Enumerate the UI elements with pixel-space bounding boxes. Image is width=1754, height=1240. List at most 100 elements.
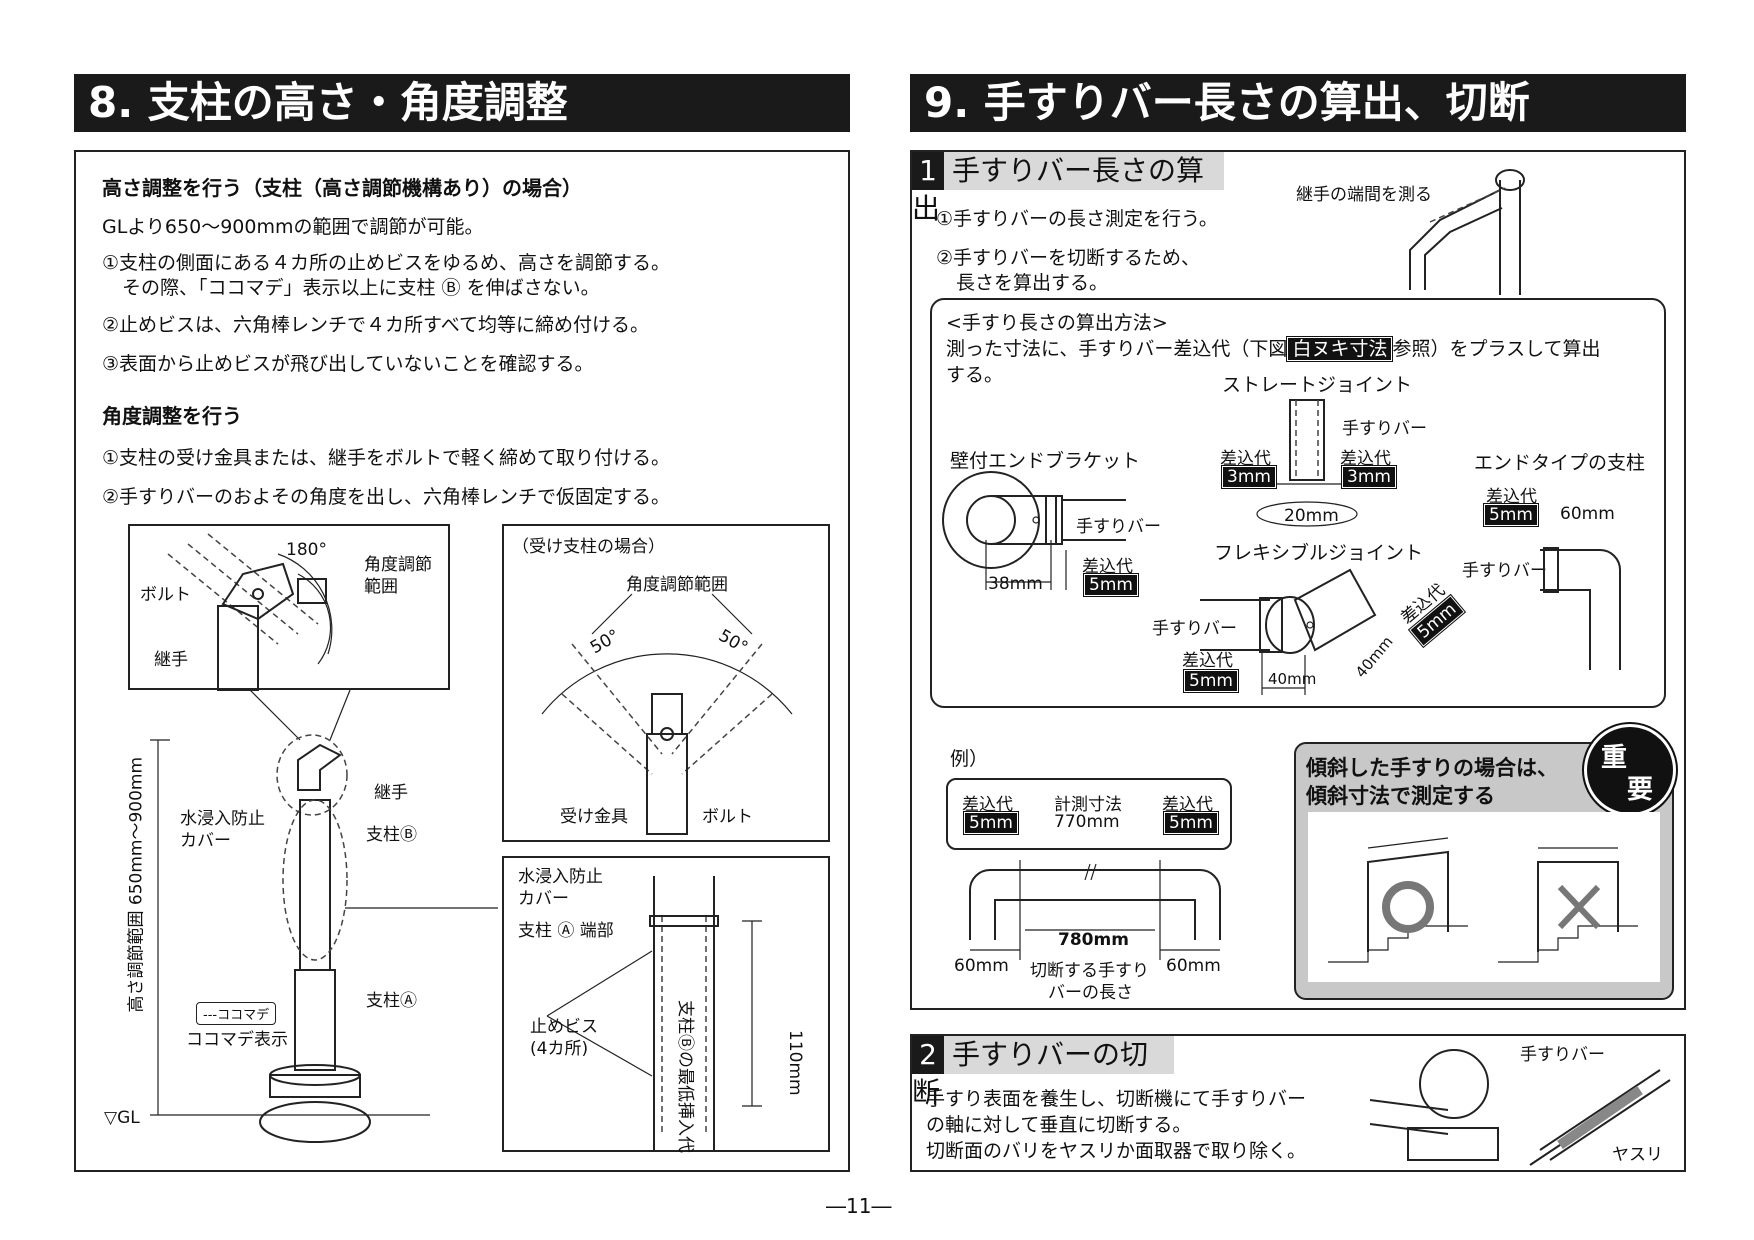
wall-bar-label: 手すりバー [1076, 517, 1161, 537]
example-label: 例） [950, 748, 989, 770]
wall-5mm: 5mm [1083, 573, 1139, 597]
gl-label: ▽GL [104, 1108, 140, 1128]
cut-line2: の軸に対して垂直に切断する。 [926, 1114, 1192, 1136]
ex-60mm-right: 60mm [1166, 956, 1221, 976]
straight-bar-label: 手すりバー [1342, 419, 1427, 439]
angle-range-full-label: 角度調節範囲 [626, 575, 728, 595]
height-step1b: その際、「ココマデ」表示以上に支柱 Ⓑ を伸ばさない。 [122, 277, 600, 299]
calc-step1: ①手すりバーの長さ測定を行う。 [936, 208, 1218, 230]
angle-heading: 角度調整を行う [102, 404, 242, 428]
sub2-title: 手すりバーの切断 [912, 1038, 1149, 1109]
straight-insert-right: 差込代 [1340, 449, 1391, 469]
ex-5mm-right: 5mm [1163, 811, 1219, 835]
ex-60mm-left: 60mm [954, 956, 1009, 976]
angle-range-label: 角度調節 [364, 555, 432, 575]
height-step3: ③表面から止めビスが飛び出していないことを確認する。 [102, 353, 594, 375]
deg180-label: 180° [286, 540, 327, 560]
end-60mm: 60mm [1560, 504, 1615, 524]
important-jyu: 重 [1601, 743, 1628, 773]
receiver-illustration [541, 593, 793, 835]
flex-bar-label: 手すりバー [1152, 619, 1237, 639]
method-line1a: 測った寸法に、手すりバー差込代（下図 [946, 338, 1288, 360]
pillar-a-label: 支柱Ⓐ [366, 991, 417, 1011]
important-line2: 傾斜寸法で測定する [1306, 784, 1495, 808]
slope-illustration [1328, 837, 1638, 963]
left-content-frame [74, 150, 850, 1172]
measure-illustration [1409, 169, 1525, 295]
angle-step1: ①支柱の受け金具または、継手をボルトで軽く締めて取り付ける。 [102, 447, 671, 469]
straight-20mm: 20mm [1284, 506, 1339, 526]
flex-40mm-a: 40mm [1268, 670, 1317, 688]
important-inner [1308, 812, 1660, 982]
sub1-title: 手すりバー長さの算出 [912, 154, 1205, 225]
straight-3mm-right: 3mm [1341, 465, 1397, 489]
file-illustration [1529, 1069, 1671, 1166]
straight-joint-illustration [1256, 399, 1358, 527]
end-pillar-illustration [1540, 547, 1621, 670]
end-insert-label: 差込代 [1486, 487, 1537, 507]
file-label: ヤスリ [1612, 1145, 1663, 1165]
ex-insert-right: 差込代 [1162, 795, 1213, 815]
min-insert-label: 支柱Ⓑの最低挿入代 [675, 1000, 695, 1153]
file-bar-label: 手すりバー [1520, 1045, 1605, 1065]
measure-label: 継手の端間を測る [1296, 185, 1432, 205]
set-screw-label2: (4カ所) [530, 1039, 589, 1059]
important-you: 要 [1627, 775, 1654, 805]
important-line1: 傾斜した手すりの場合は、 [1306, 756, 1558, 780]
cocomade-tag: ---ココマデ [196, 1002, 277, 1025]
angle-step2: ②手すりバーのおよその角度を出し、六角棒レンチで仮固定する。 [102, 486, 671, 508]
end-5mm: 5mm [1483, 503, 1539, 527]
method-line1b: 参照）をプラスして算出 [1392, 338, 1601, 360]
cutter-illustration [1369, 1049, 1499, 1161]
end-pillar-label: エンドタイプの支柱 [1474, 452, 1646, 474]
cover4-label: カバー [518, 889, 569, 909]
ex-cut-len2: バーの長さ [1048, 983, 1133, 1003]
wall-insert-label: 差込代 [1082, 557, 1133, 577]
flex-5mm-left: 5mm [1183, 669, 1239, 693]
height-note: GLより650～900mmの範囲で調節が可能。 [102, 216, 484, 238]
bolt-label: ボルト [140, 585, 191, 605]
sub1-number: 1 [912, 152, 944, 190]
method-box [930, 298, 1666, 708]
min-insert-val: 110mm [785, 1030, 805, 1096]
wall-bracket-illustration [942, 471, 1126, 590]
cocomade-label: ココマデ表示 [186, 1030, 288, 1050]
flex-insert-label: 差込代 [1182, 651, 1233, 671]
method-line1: 測った寸法に、手すりバー差込代（下図白ヌキ寸法参照）をプラスして算出 [946, 334, 1601, 362]
example-illustration [969, 860, 1221, 960]
end-bar-label: 手すりバー [1462, 561, 1547, 581]
cut-line1: 手すり表面を養生し、切断機にて手すりバー [926, 1088, 1307, 1110]
set-screw-illustration [546, 876, 762, 1152]
angle-range-label2: 範囲 [364, 577, 398, 597]
set-screw-box [502, 856, 830, 1152]
bolt2-label: ボルト [702, 807, 753, 827]
sub2-number: 2 [912, 1036, 944, 1074]
calc-step2b: 長さを算出する。 [956, 272, 1109, 294]
ex-770mm: 770mm [1054, 812, 1120, 832]
height-step1a: ①支柱の側面にある４カ所の止めビスをゆるめ、高さを調節する。 [102, 252, 671, 274]
pillar-a-end-label: 支柱 Ⓐ 端部 [518, 921, 614, 941]
right-section-title: 9. 手すりバー長さの算出、切断 [910, 74, 1686, 132]
height-heading: 高さ調整を行う（支柱（高さ調節機構あり）の場合） [102, 176, 582, 200]
ex-measured: 計測寸法 [1054, 795, 1122, 815]
ex-insert-left: 差込代 [962, 795, 1013, 815]
right-calc-frame [910, 150, 1686, 1010]
set-screw-label: 止めビス [530, 1017, 598, 1037]
important-badge: 重 要 [1582, 722, 1678, 818]
ex-780mm: 780mm [1058, 930, 1129, 950]
wall-bracket-label: 壁付エンドブラケット [950, 450, 1141, 472]
flex-joint-label: フレキシブルジョイント [1214, 542, 1424, 564]
ex-5mm-left: 5mm [963, 811, 1019, 835]
wall-38mm: 38mm [988, 574, 1043, 594]
pillar-illustration [150, 734, 430, 1143]
pillar-b-label: 支柱Ⓑ [366, 825, 417, 845]
cover3-label: 水浸入防止 [518, 867, 603, 887]
method-badge: 白ヌキ寸法 [1286, 336, 1394, 362]
cover-label: 水浸入防止 [180, 809, 265, 829]
receiver-case-label: （受け支柱の場合） [512, 537, 665, 557]
cover-label2: カバー [180, 831, 231, 851]
calc-step2a: ②手すりバーを切断するため、 [936, 247, 1201, 269]
